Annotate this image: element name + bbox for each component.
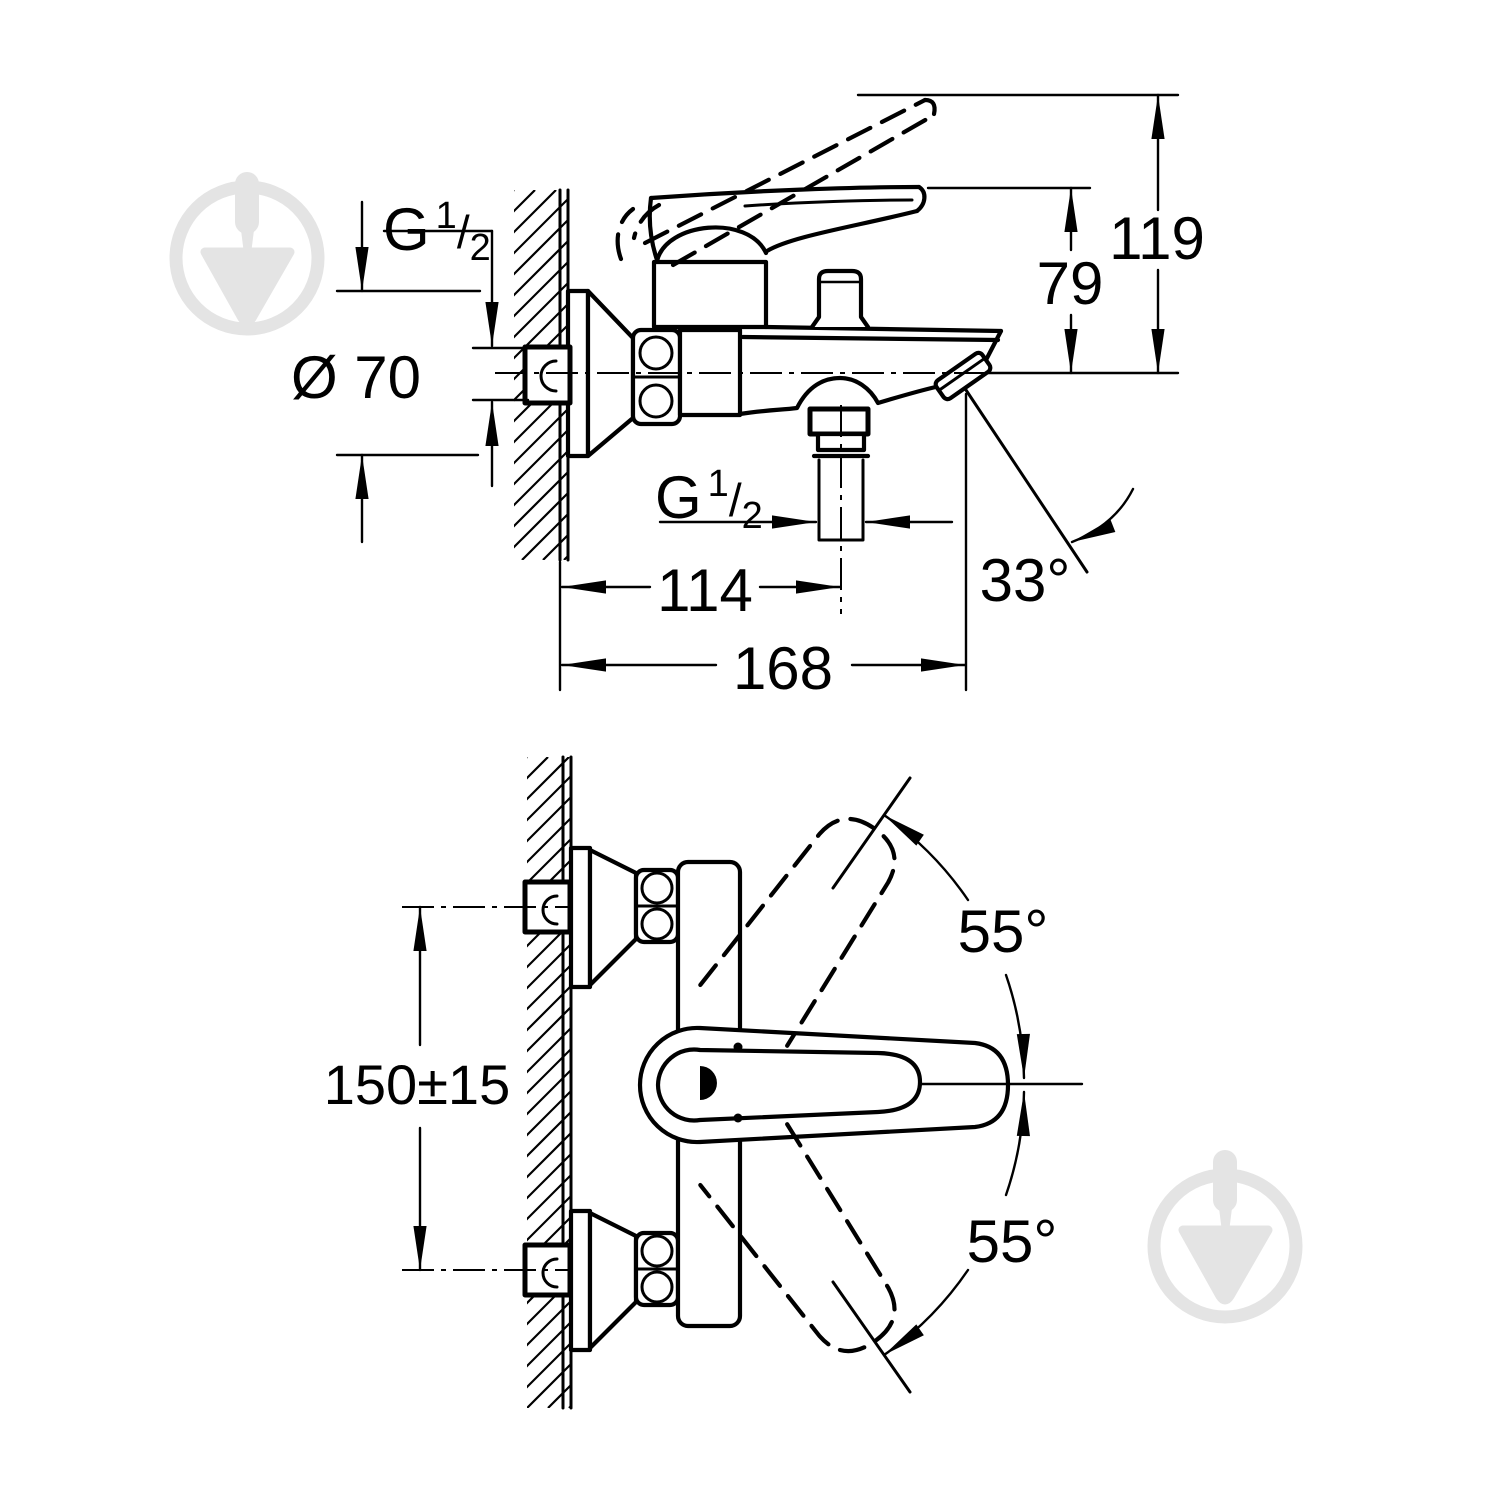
watermark-bottom-right [1147,1150,1303,1324]
dim-overall-depth-168: 168 [560,392,968,702]
dim-swing-up-55: 55° [831,776,1049,1080]
escutcheon-diameter-label: Ø 70 [291,344,421,411]
dim-handle-height-79: 79 [926,186,1104,375]
handle-outline [637,1025,1011,1145]
body-underside [737,375,943,417]
dim-spout-angle-33: 33° [964,388,1135,614]
angle-leg-line [831,1280,912,1394]
thread-slash: / [729,474,742,526]
angle-arc-lower [1004,973,1030,1080]
spout-deck [740,324,1004,363]
thread-g: G [655,464,702,531]
angle-arc-lower [882,1268,970,1357]
trowel-icon [1178,1150,1273,1305]
handle-front [637,1025,1011,1145]
watermark-top-left [169,172,325,336]
handle-height-label: 79 [1037,250,1104,317]
trowel-icon [200,172,295,327]
inlet-spacing-label: 150±15 [324,1053,510,1116]
front-view: 55° 55° 150±15 [324,755,1084,1410]
outlet-depth-label: 114 [657,557,753,624]
dim-swing-down-55: 55° [831,1090,1058,1394]
spout-aerator [933,350,993,402]
hex-nut [633,867,681,945]
angle-leg-line [964,388,1089,574]
overall-height-label: 119 [1109,205,1205,272]
wall-thread-square-nut [522,344,573,406]
shower-outlet [807,406,871,542]
handle-logo-mark [700,1066,717,1100]
angle-arc-upper [882,813,970,902]
s-union-connection [522,288,683,459]
dim-inlet-spacing-150: 150±15 [324,905,510,1272]
handle-dot-bottom [733,1113,743,1123]
swing-down-label: 55° [967,1208,1058,1275]
spout-angle-label: 33° [980,547,1071,614]
thread-numerator: 1 [436,195,457,237]
overall-depth-label: 168 [733,635,833,702]
mixer-body-side [615,97,1004,542]
swing-up-label: 55° [958,898,1049,965]
thread-numerator: 1 [708,463,729,505]
hex-nut [633,1230,681,1308]
dim-outlet-depth-114: 114 [558,557,842,692]
escutcheon-plate [568,845,593,990]
lever-handle-raised-dashed [615,97,937,268]
angle-leg-line [831,776,912,890]
extension-lines [471,346,530,402]
dim-overall-height-119: 119 [856,93,1205,375]
cartridge-block [651,259,769,330]
handle-inner-contour [655,1047,923,1123]
cartridge-cap-dome [654,225,769,264]
side-view: G1/2 Ø 70 119 79 G1/2 [291,93,1205,702]
thread-g: G [383,196,430,263]
upper-inlet-connection [522,845,681,990]
dim-escutcheon-diameter: Ø 70 [291,200,482,544]
angle-arc-arrow [1070,487,1135,544]
handle-dot-top [733,1042,743,1052]
escutcheon-plate [568,1208,593,1353]
diverter-knob [809,268,871,330]
hex-nut [630,327,683,427]
thread-denominator: 2 [470,227,491,269]
thread-denominator: 2 [742,495,763,537]
angle-arc-upper [1004,1090,1030,1197]
